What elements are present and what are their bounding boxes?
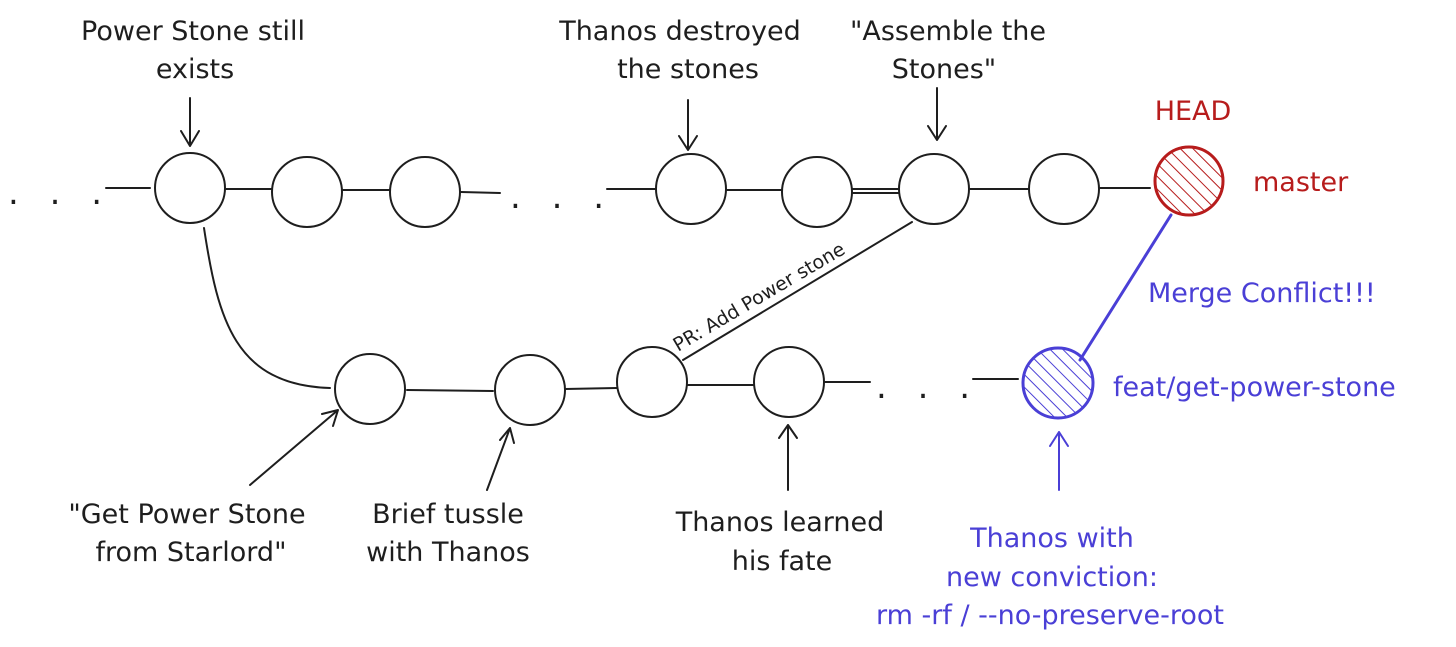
- commit-power-stone-exists: [154, 152, 226, 224]
- master-commits: [154, 152, 1100, 228]
- arrow-conviction: [1049, 431, 1069, 491]
- svg-text:from Starlord": from Starlord": [96, 537, 287, 568]
- head-commit: [1153, 145, 1225, 217]
- commit-get-power-stone: [334, 353, 406, 425]
- commit-assemble-stones: [898, 153, 970, 225]
- label-brief-tussle: Brief tussle with Thanos: [366, 499, 530, 568]
- master-edges: [105, 187, 1151, 194]
- label-assemble-stones: "Assemble the Stones": [850, 16, 1046, 85]
- svg-text:the stones: the stones: [617, 54, 759, 85]
- arrow-fate: [778, 424, 798, 491]
- commit-master-5: [781, 156, 853, 228]
- label-get-power-stone: "Get Power Stone from Starlord": [68, 499, 305, 568]
- pr-merge-line: [682, 221, 913, 361]
- arrow-assemble: [927, 87, 947, 141]
- commit-learned-fate: [753, 346, 825, 418]
- master-branch-label: master: [1253, 167, 1349, 198]
- feature-commits: [334, 346, 825, 426]
- svg-text:Stones": Stones": [892, 54, 996, 85]
- feature-tip-commit: [1021, 346, 1095, 420]
- svg-text:Thanos destroyed: Thanos destroyed: [558, 16, 801, 47]
- commit-master-7: [1028, 153, 1100, 225]
- commit-master-2: [271, 156, 343, 228]
- head-label: HEAD: [1155, 96, 1232, 127]
- label-stones-destroyed: Thanos destroyed the stones: [558, 16, 801, 85]
- commit-stones-destroyed: [655, 153, 727, 225]
- svg-text:his fate: his fate: [732, 546, 833, 577]
- svg-text:"Get Power Stone: "Get Power Stone: [68, 499, 305, 530]
- commit-master-3: [389, 156, 461, 228]
- svg-text:Thanos learned: Thanos learned: [675, 507, 885, 538]
- feature-edges: [203, 221, 1019, 392]
- feature-branch-label: feat/get-power-stone: [1113, 372, 1396, 403]
- label-new-conviction: Thanos with new conviction: rm -rf / --n…: [876, 523, 1224, 631]
- ellipsis-master-mid: . . .: [510, 177, 614, 217]
- annotation-arrows: [180, 87, 1069, 491]
- merge-conflict-line: [1078, 213, 1173, 362]
- svg-text:exists: exists: [156, 54, 234, 85]
- merge-conflict-label: Merge Conflict!!!: [1148, 278, 1376, 309]
- svg-text:"Assemble the: "Assemble the: [850, 16, 1046, 47]
- svg-text:rm -rf / --no-preserve-root: rm -rf / --no-preserve-root: [876, 600, 1224, 631]
- pr-label: PR: Add Power stone: [669, 238, 849, 356]
- ellipsis-start: . . .: [8, 173, 112, 213]
- arrow-destroyed: [678, 99, 698, 151]
- ellipsis-feature-end: . . .: [876, 367, 980, 407]
- svg-text:Thanos with: Thanos with: [969, 523, 1134, 554]
- svg-text:Power Stone still: Power Stone still: [81, 16, 305, 47]
- arrow-power-stone: [180, 97, 200, 147]
- arrow-tussle: [486, 427, 515, 491]
- svg-text:new conviction:: new conviction:: [946, 562, 1158, 593]
- arrow-get-stone: [249, 409, 339, 486]
- svg-text:with Thanos: with Thanos: [366, 537, 530, 568]
- label-power-stone-exists: Power Stone still exists: [81, 16, 305, 85]
- label-learned-fate: Thanos learned his fate: [675, 507, 885, 577]
- commit-pr-add-power-stone: [616, 346, 688, 418]
- svg-text:Brief tussle: Brief tussle: [372, 499, 524, 530]
- commit-brief-tussle: [494, 354, 566, 426]
